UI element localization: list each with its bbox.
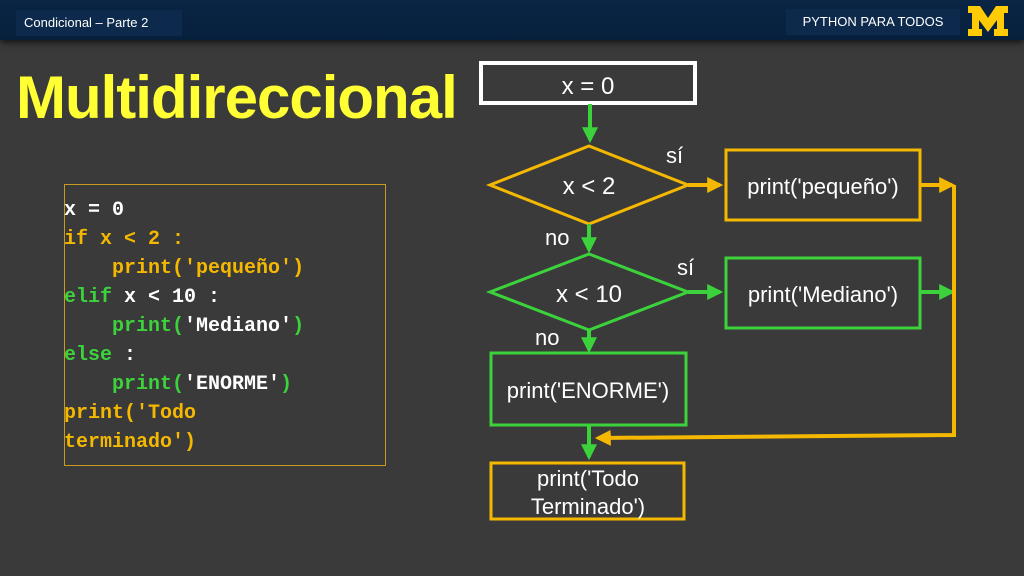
code-line: print('Todo — [64, 399, 304, 428]
code-token: 'pequeño' — [184, 257, 293, 280]
code-line: elif x < 10 : — [64, 283, 304, 312]
no-label-1: no — [545, 225, 569, 250]
code-token: print( — [64, 257, 185, 280]
print-small-label: print('pequeño') — [747, 174, 899, 199]
no-label-2: no — [535, 325, 559, 350]
code-token: else — [64, 344, 113, 367]
code-token: x < 10 — [112, 286, 209, 309]
course-name-label: PYTHON PARA TODOS — [786, 9, 960, 35]
code-token: elif — [64, 286, 113, 309]
merge-line — [594, 185, 956, 446]
code-token: ) — [184, 431, 197, 454]
print-done-label-line2: Terminado') — [531, 494, 645, 519]
lecture-section-label: Condicional – Parte 2 — [16, 10, 182, 36]
code-token: print( — [64, 315, 185, 338]
code-token: print( — [64, 402, 137, 425]
university-logo — [968, 6, 1008, 36]
print-done-label-line1: print('Todo — [537, 466, 639, 491]
code-line: terminado') — [64, 428, 304, 457]
code-line: print('ENORME') — [64, 370, 304, 399]
print-done-box — [489, 461, 686, 521]
code-token: if — [64, 228, 89, 251]
condition-1-label: x < 2 — [563, 173, 616, 200]
slide-title: Multidireccional — [16, 64, 458, 131]
yes-label-1: sí — [666, 143, 683, 168]
yes-label-2: sí — [677, 255, 694, 280]
code-token: : — [172, 228, 185, 251]
code-line: x = 0 — [64, 196, 304, 225]
print-medium-label: print('Mediano') — [748, 282, 898, 307]
code-token: : — [112, 344, 137, 367]
code-token: ) — [292, 257, 305, 280]
start-box-label: x = 0 — [562, 73, 615, 100]
code-token: ) — [280, 373, 293, 396]
code-line: print('pequeño') — [64, 254, 304, 283]
code-token: terminado' — [64, 431, 185, 454]
code-token: 'Todo — [136, 402, 197, 425]
code-token: x < 2 — [88, 228, 173, 251]
print-large-label: print('ENORME') — [507, 378, 669, 403]
code-line: print('Mediano') — [64, 312, 304, 341]
code-box — [64, 184, 386, 466]
code-token: print( — [64, 373, 185, 396]
code-line: if x < 2 : — [64, 225, 304, 254]
code-token: x = 0 — [64, 199, 125, 222]
header-bar: Condicional – Parte 2 PYTHON PARA TODOS — [0, 0, 1024, 40]
condition-2-label: x < 10 — [556, 281, 622, 308]
code-token: : — [208, 286, 221, 309]
code-line: else : — [64, 341, 304, 370]
code-token: 'Mediano' — [184, 315, 293, 338]
code-token: ) — [292, 315, 305, 338]
code-token: 'ENORME' — [184, 373, 281, 396]
